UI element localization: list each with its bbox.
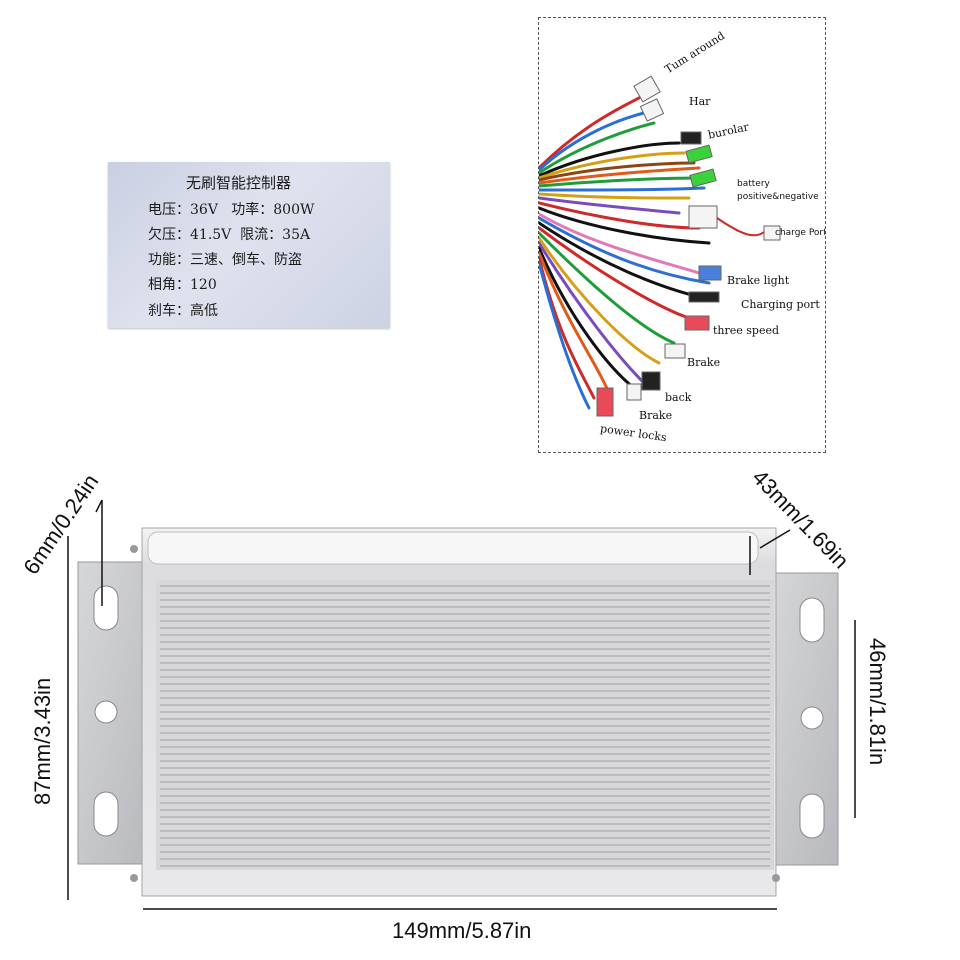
dim-length-text: 149mm/5.87in	[392, 918, 532, 943]
controller-housing	[130, 527, 780, 897]
dim-height-text: 87mm/3.43in	[30, 677, 55, 805]
label-charging-port: Charging port	[741, 298, 820, 311]
label-three-speed: three speed	[713, 324, 780, 337]
wire-harness-illustration	[539, 75, 781, 417]
controller-label: 无刷智能控制器 电压：36V 功率：800W 欠压：41.5V 限流：35A 功…	[108, 162, 390, 328]
label-back: back	[665, 391, 692, 404]
label-battery: battery	[737, 179, 770, 189]
left-mounting-bracket	[77, 561, 151, 865]
label-functions: 功能：三速、倒车、防盗	[148, 252, 302, 268]
dim-height-wrap: 87mm/3.43in	[30, 677, 55, 805]
dim-hole-spacing-text: 46mm/1.81in	[865, 638, 890, 766]
label-brake: Brake	[687, 356, 721, 369]
dim-hole-spacing-wrap: 46mm/1.81in	[865, 638, 890, 766]
controller-drawing	[67, 499, 856, 910]
right-mounting-bracket	[767, 572, 839, 866]
label-charge-port: charge Port	[775, 228, 826, 238]
label-brake-2: Brake	[639, 409, 673, 422]
label-hall: Har	[689, 95, 711, 108]
label-title: 无刷智能控制器	[186, 174, 292, 192]
label-brake-light: Brake light	[727, 274, 790, 287]
label-brake: 刹车：高低	[148, 303, 218, 319]
label-undervoltage-current: 欠压：41.5V 限流：35A	[148, 227, 311, 243]
wiring-diagram: Tum around Har burolar battery positive&…	[538, 17, 826, 453]
label-battery-polarity: positive&negative	[737, 192, 819, 202]
label-voltage-power: 电压：36V 功率：800W	[148, 202, 315, 218]
label-phase-angle: 相角：120	[148, 277, 217, 293]
